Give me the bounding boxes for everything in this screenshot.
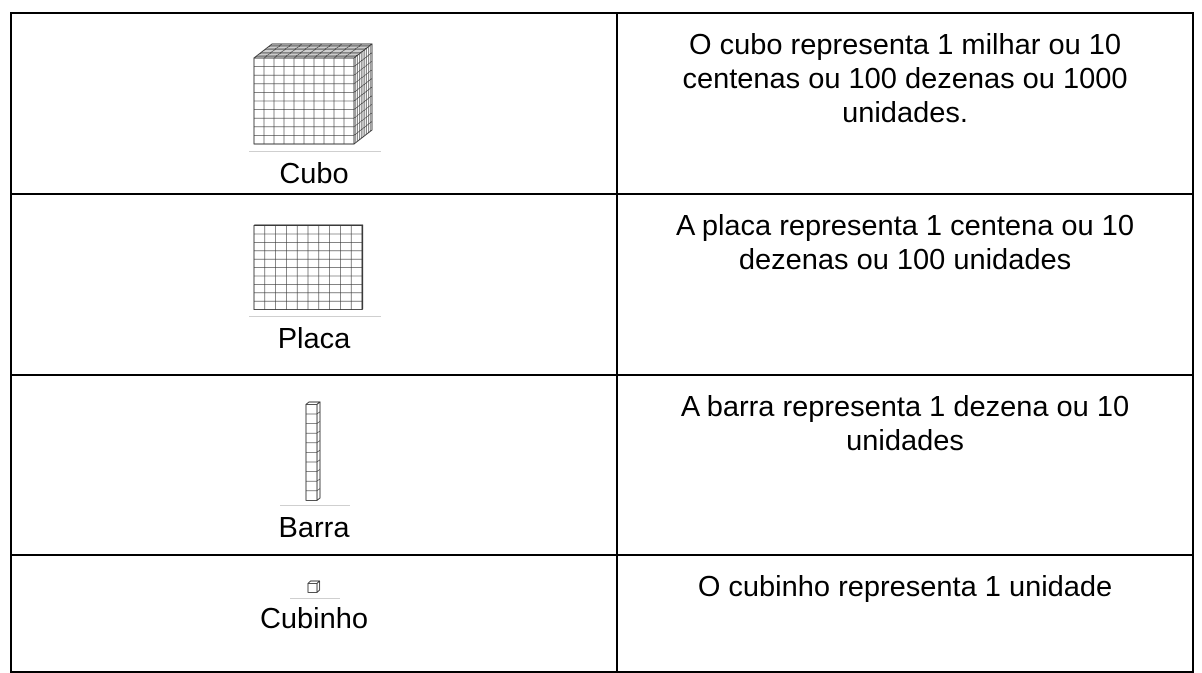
figure-cell-cubo: Cubo <box>10 12 618 195</box>
description-cell-cubinho: O cubinho representa 1 unidade <box>616 554 1194 673</box>
block-name-cubo: Cubo <box>279 158 349 190</box>
table-row-cubo: Cubo O cubo representa 1 milhar ou 10 ce… <box>10 12 1194 195</box>
table-row-cubinho: Cubinho O cubinho representa 1 unidade <box>10 554 1194 673</box>
block-description-placa: A placa representa 1 centena ou 10 dezen… <box>676 210 1134 276</box>
figure-cell-cubinho: Cubinho <box>10 554 618 673</box>
figure-divider <box>280 505 350 506</box>
table-row-barra: Barra A barra representa 1 dezena ou 10 … <box>10 374 1194 556</box>
description-cell-barra: A barra representa 1 dezena ou 10 unidad… <box>616 374 1194 556</box>
description-cell-placa: A placa representa 1 centena ou 10 dezen… <box>616 193 1194 376</box>
thousand-cube-icon <box>12 42 616 150</box>
block-name-cubinho: Cubinho <box>259 603 369 635</box>
block-description-cubo: O cubo representa 1 milhar ou 10 centena… <box>682 29 1128 129</box>
block-name-placa: Placa <box>277 323 351 355</box>
figure-cell-placa: Placa <box>10 193 618 376</box>
block-name-barra: Barra <box>278 512 350 544</box>
base-ten-blocks-table: Cubo O cubo representa 1 milhar ou 10 ce… <box>10 12 1194 673</box>
figure-divider <box>290 598 340 599</box>
figure-divider <box>249 316 381 317</box>
figure-divider <box>249 151 381 152</box>
figure-cell-barra: Barra <box>10 374 618 556</box>
table-row-placa: Placa A placa representa 1 centena ou 10… <box>10 193 1194 376</box>
block-description-barra: A barra representa 1 dezena ou 10 unidad… <box>680 391 1130 457</box>
unit-cube-icon <box>12 580 616 594</box>
description-cell-cubo: O cubo representa 1 milhar ou 10 centena… <box>616 12 1194 195</box>
ten-rod-icon <box>12 400 616 504</box>
hundred-flat-icon <box>12 223 616 319</box>
block-description-cubinho: O cubinho representa 1 unidade <box>697 571 1113 603</box>
